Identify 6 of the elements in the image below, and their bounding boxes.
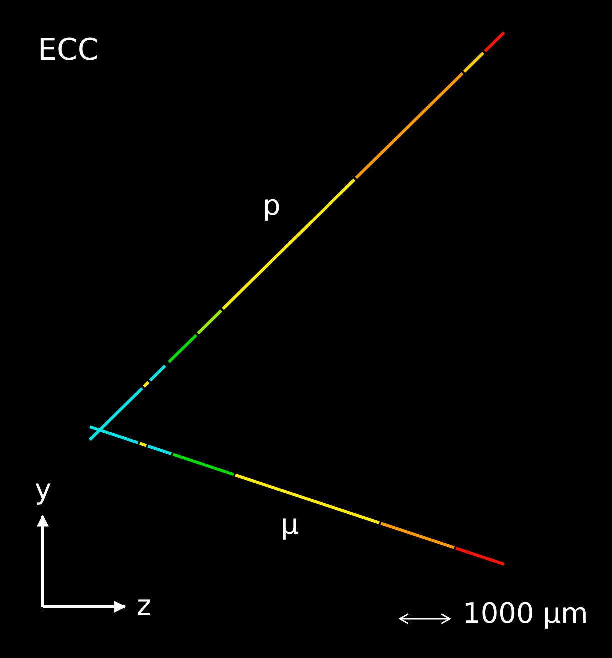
track-label: y	[35, 476, 52, 504]
track-label: p	[263, 192, 281, 220]
track-label: z	[137, 592, 152, 620]
track-label: μ	[281, 511, 299, 539]
track-label: 1000 μm	[463, 600, 588, 628]
track-label: ECC	[38, 36, 99, 66]
